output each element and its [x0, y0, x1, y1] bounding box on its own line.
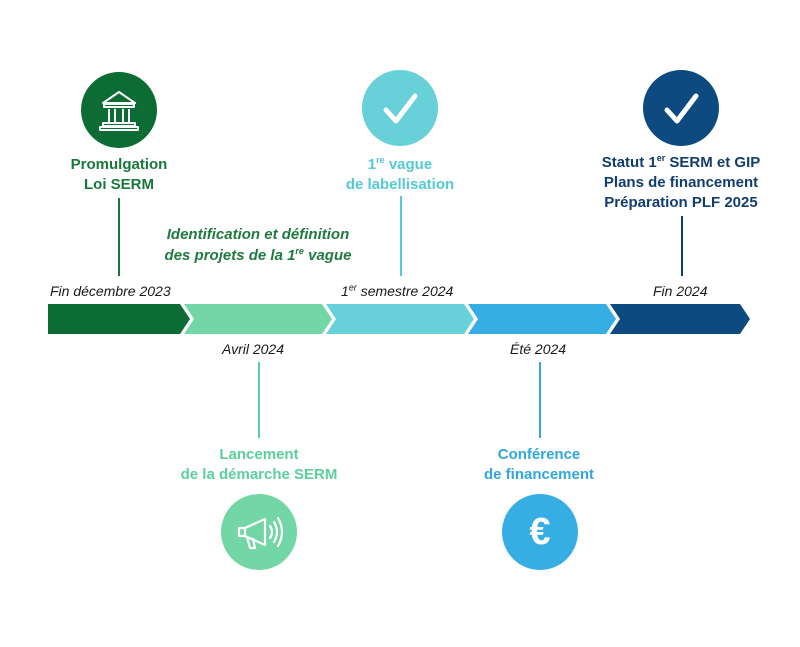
promulgation-title: Promulgation Loi SERM: [70, 156, 168, 193]
checkmark-icon: [664, 93, 699, 124]
date-fin-2024: Fin 2024: [653, 283, 708, 299]
statut-title: Statut 1er SERM et GIP Plans de financem…: [601, 153, 761, 212]
connector-lancement: [258, 362, 260, 438]
lancement-title: Lancement de la démarche SERM: [180, 446, 338, 483]
euro-icon: €: [529, 511, 551, 553]
connector-conference: [539, 362, 541, 438]
conference-badge: €: [502, 494, 578, 570]
megaphone-icon: [237, 516, 284, 550]
date-fin-decembre-2023: Fin décembre 2023: [50, 283, 171, 299]
promulgation-badge: [81, 72, 157, 148]
connector-statut: [681, 216, 683, 276]
lancement-badge: [221, 494, 297, 570]
segment-blue: [468, 304, 616, 334]
segment-mint: [184, 304, 332, 334]
date-avril-2024: Avril 2024: [222, 341, 285, 357]
labellisation-title: 1re vague de labellisation: [345, 155, 455, 194]
segment-dark-green: [48, 304, 190, 334]
statut-badge: [643, 70, 719, 146]
identification-note: Identification et définition des projets…: [164, 226, 352, 264]
labellisation-badge: [362, 70, 438, 146]
bank-building-icon: [99, 91, 139, 131]
date-ete-2024: Été 2024: [510, 341, 567, 357]
checkmark-icon: [383, 93, 418, 124]
connector-labellisation: [400, 196, 402, 276]
conference-title: Conférence de financement: [483, 446, 595, 483]
connector-promulgation: [118, 198, 120, 276]
segment-navy: [610, 304, 750, 334]
date-premier-semestre-2024: 1er semestre 2024: [341, 282, 454, 299]
segment-cyan: [326, 304, 474, 334]
